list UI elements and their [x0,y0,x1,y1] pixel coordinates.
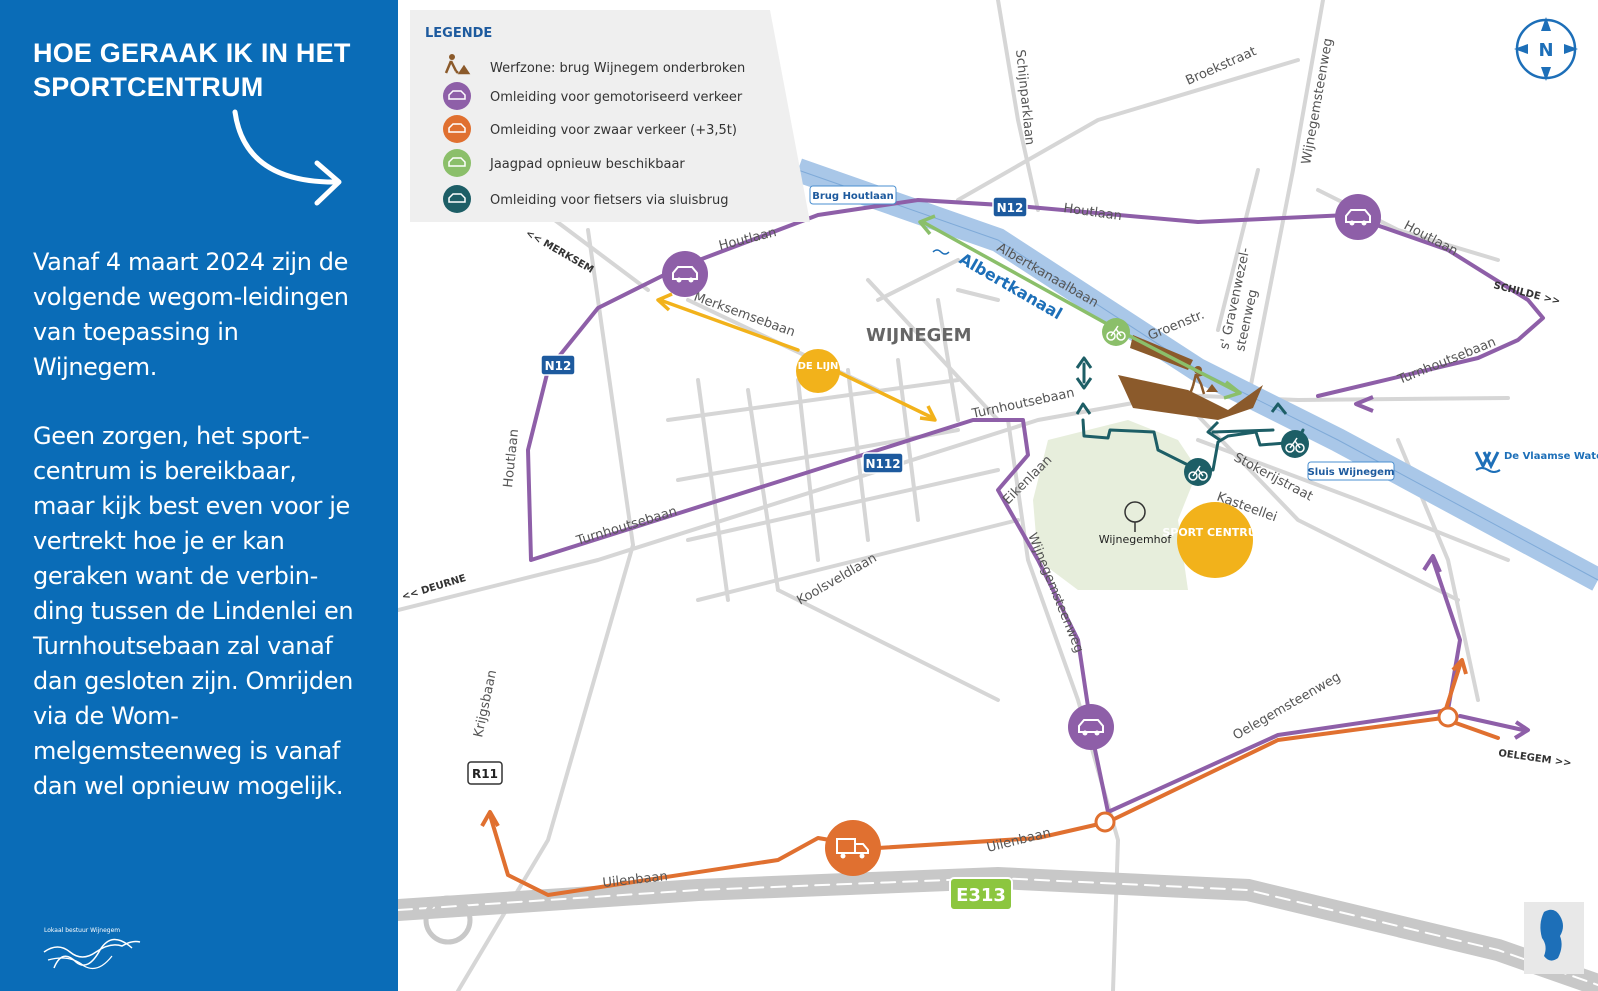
detour-map: Schijnparklaan Broekstraat Wijnegemsteen… [398,0,1598,991]
shield-n12-north: N12 [992,196,1028,218]
delijn-route [658,298,935,420]
bike-icon [443,149,471,177]
car-icon [662,251,708,297]
park-area [1033,420,1198,590]
legend-item: Omleiding voor zwaar verkeer (+3,5t) [443,115,737,143]
legend-item: Jaagpad opnieuw beschikbaar [443,149,685,177]
info-panel: HOE GERAAK IK IN HET SPORTCENTRUM Vanaf … [0,0,398,991]
svg-text:SPORT CENTRUM: SPORT CENTRUM [1162,526,1267,539]
svg-text:E313: E313 [956,885,1006,906]
svg-text:N: N [1538,40,1553,61]
truck-icon [825,820,881,876]
bridge-houtlaan-callout [809,185,897,205]
town-label: WIJNEGEM [866,325,972,346]
legend-label: Omleiding voor gemotoriseerd verkeer [490,90,743,105]
legend-label: Jaagpad opnieuw beschikbaar [489,157,685,172]
vlaanderen-logo [1524,902,1584,974]
legend-item: Omleiding voor fietsers via sluisbrug [443,185,729,213]
truck-icon [443,115,471,143]
car-icon [1068,704,1114,750]
legend-label: Omleiding voor zwaar verkeer (+3,5t) [490,123,737,138]
shield-r11: R11 [467,761,503,785]
svg-text:N12: N12 [545,359,572,373]
bridge-houtlaan-label: Brug Houtlaan [812,191,894,202]
intro-text: Vanaf 4 maart 2024 zijn de volgende wego… [33,248,349,381]
werfzone-bridge [1118,375,1263,420]
shield-n112: N112 [862,452,904,474]
sluis-callout [1307,461,1395,481]
park-label: Wijnegemhof [1099,533,1173,546]
svg-text:N112: N112 [865,457,900,471]
detail-text: Geen zorgen, het sport-centrum is bereik… [33,422,354,800]
shield-n12-west: N12 [540,354,576,376]
logo-text: Lokaal bestuur Wijnegem [44,927,120,934]
sportcentrum-marker: SPORT CENTRUM [1162,502,1268,578]
legend-label: Werfzone: brug Wijnegem onderbroken [490,61,745,76]
tree-icon [1124,501,1146,532]
bike-icon [443,185,471,213]
svg-text:DE LIJN: DE LIJN [798,361,839,372]
street-label: Uilenbaan [602,869,669,891]
car-icon [443,82,471,110]
shield-e313: E313 [949,877,1013,911]
delijn-stop: DE LIJN [796,349,840,393]
bike-icon [1102,318,1130,346]
legend-item: Werfzone: brug Wijnegem onderbroken [444,54,745,76]
legend-label: Omleiding voor fietsers via sluisbrug [490,193,729,208]
motorway-e313 [398,866,1598,991]
legend-title: LEGENDE [425,26,492,41]
car-icon [1335,194,1381,240]
sluis-label: Sluis Wijnegem [1308,467,1395,478]
bike-icon [1281,430,1309,458]
curved-arrow-icon [232,109,342,206]
compass-icon: N [1514,17,1578,81]
panel-title: HOE GERAAK IK IN HET SPORTCENTRUM [33,38,351,102]
svg-text:R11: R11 [472,767,498,781]
bike-icon [1184,458,1212,486]
svg-text:N12: N12 [997,201,1024,215]
legend: LEGENDE Werfzone: brug Wijnegem onderbro… [410,10,810,222]
waterweg-logo: De Vlaamse Waterweg [1474,451,1598,473]
worker-icon [444,60,471,75]
map-canvas: Schijnparklaan Broekstraat Wijnegemsteen… [398,0,1598,991]
street-label: Houtlaan [501,428,522,488]
legend-item: Omleiding voor gemotoriseerd verkeer [443,82,743,110]
wijnegem-logo: Lokaal bestuur Wijnegem [43,927,141,969]
svg-text:De Vlaamse Waterweg: De Vlaamse Waterweg [1504,451,1598,462]
